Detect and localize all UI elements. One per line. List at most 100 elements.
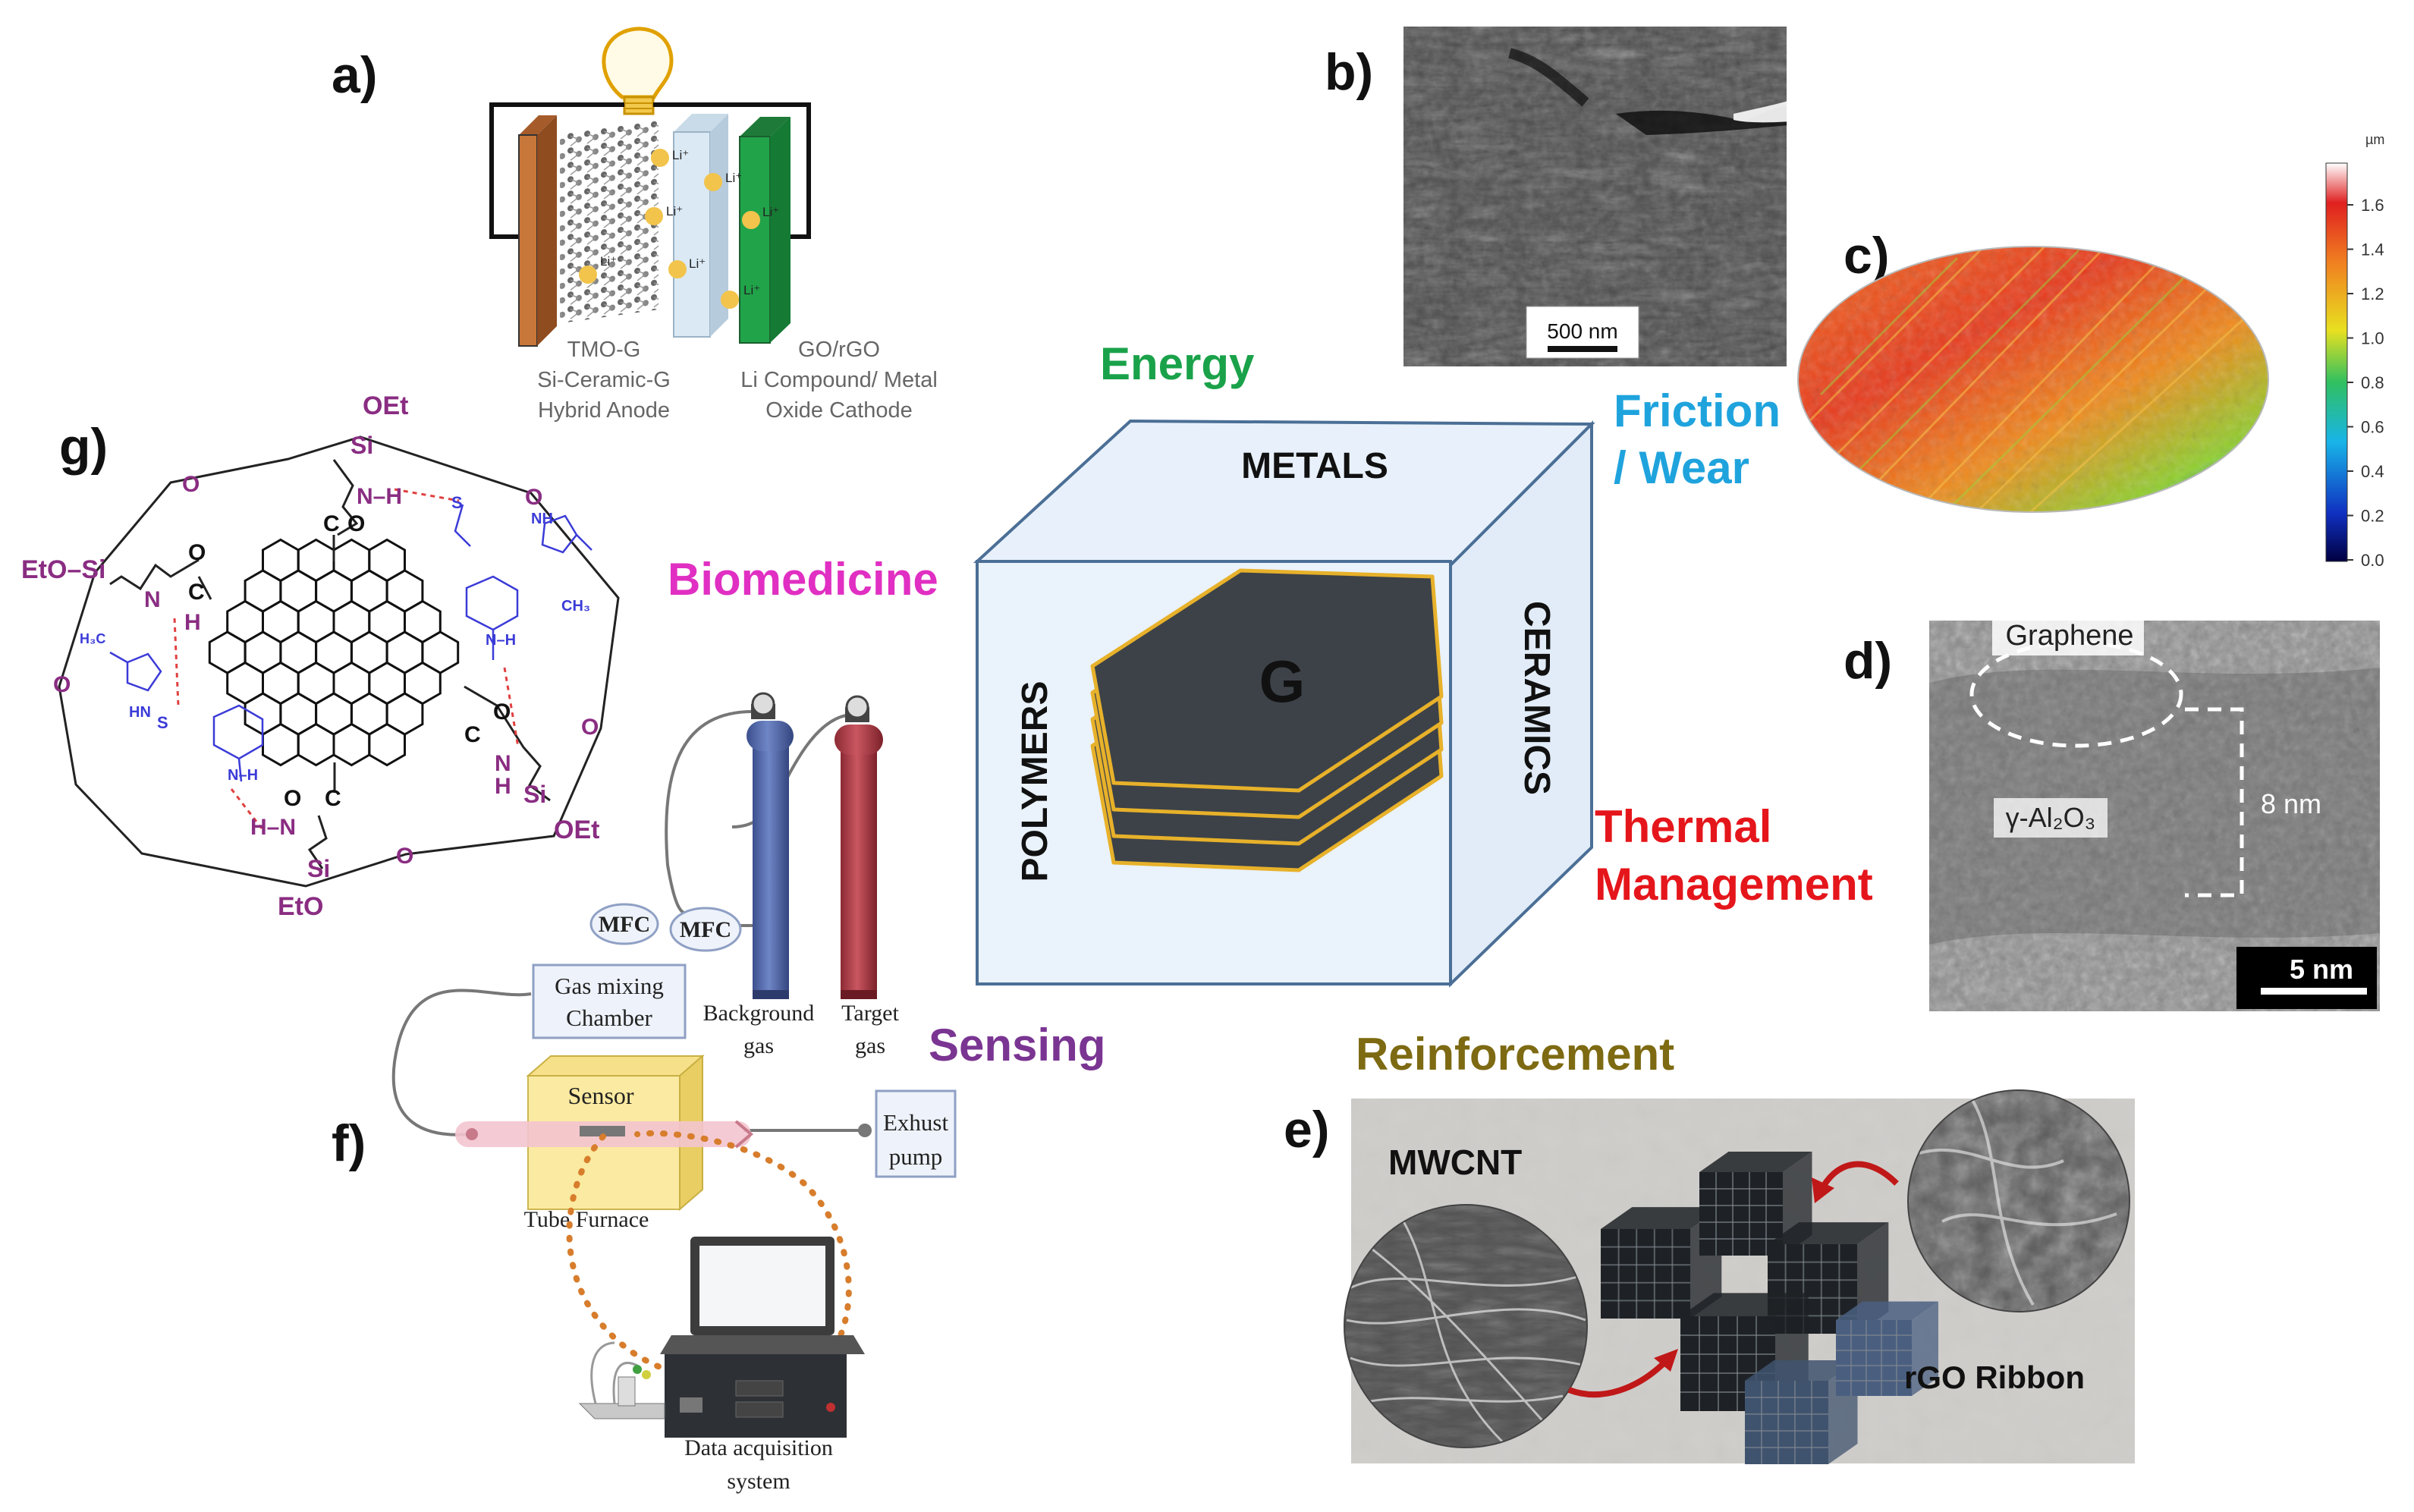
graphene-g-label: G bbox=[1259, 648, 1306, 715]
o-label: O bbox=[493, 699, 511, 725]
c-label: C bbox=[464, 722, 481, 747]
tem-scale-bar bbox=[2261, 988, 2367, 995]
sem-scale-bar bbox=[1548, 346, 1617, 352]
background-gas-label-1: Background bbox=[703, 1001, 815, 1026]
o-label: O bbox=[182, 472, 200, 497]
daq-label-2: system bbox=[727, 1469, 790, 1494]
scaffold-block-top bbox=[1745, 1360, 1858, 1381]
chamber-label-1: Gas mixing bbox=[555, 973, 664, 999]
panel-c-surface-profile: c) µm 1.61.41.21.00.80.60.40.20.0 bbox=[1797, 132, 2384, 570]
central-cube: METALS CERAMICS POLYMERS G bbox=[973, 419, 1595, 988]
polymers-label: POLYMERS bbox=[1015, 681, 1055, 882]
mwcnt-label: MWCNT bbox=[1388, 1143, 1522, 1182]
anode-caption-3: Hybrid Anode bbox=[538, 398, 670, 423]
o-label: O bbox=[284, 786, 301, 811]
reinforcement-label: Reinforcement bbox=[1356, 1029, 1674, 1080]
management-label: Management bbox=[1595, 859, 1873, 910]
anode-caption-2: Si-Ceramic-G bbox=[537, 368, 671, 392]
target-gas-label-2: gas bbox=[855, 1033, 885, 1058]
o-label: O bbox=[396, 844, 413, 869]
mfc-2-label: MFC bbox=[680, 917, 731, 942]
circuit-wire bbox=[489, 102, 811, 239]
li-ion-label: Li⁺ bbox=[672, 148, 689, 162]
panel-e-scaffold: e) bbox=[1284, 1089, 2135, 1464]
c-label: C bbox=[325, 786, 341, 811]
panel-label-e: e) bbox=[1284, 1101, 1329, 1158]
background-gas-label-2: gas bbox=[743, 1033, 774, 1058]
colorbar-tick-label: 0.6 bbox=[2361, 418, 2384, 437]
lithium-ions: Li⁺ Li⁺ Li⁺ Li⁺ Li⁺ Li⁺ Li⁺ bbox=[579, 148, 779, 309]
red-arrow-icon bbox=[1567, 1356, 1671, 1398]
li-ion-label: Li⁺ bbox=[666, 204, 683, 218]
tem-scale-label: 5 nm bbox=[2290, 954, 2353, 985]
cathode-caption-3: Oxide Cathode bbox=[765, 398, 912, 423]
colorbar-tick-label: 1.0 bbox=[2361, 329, 2384, 348]
tube-furnace-label: Tube Furnace bbox=[524, 1207, 649, 1232]
n-label: N bbox=[495, 751, 511, 776]
h-label: H bbox=[495, 774, 511, 799]
mfc-2 bbox=[669, 907, 742, 952]
c-label: C bbox=[188, 580, 205, 605]
target-gas-label-1: Target bbox=[841, 1001, 899, 1026]
scaffold-block-side bbox=[1912, 1301, 1938, 1396]
anode-current-collector bbox=[518, 115, 557, 347]
s-label: S bbox=[451, 493, 463, 512]
graphene-region-outline bbox=[1969, 640, 2183, 748]
panel-d-tem: d) Graphene 8 nm γ-Al₂O₃ 5 nm bbox=[1844, 616, 2380, 1011]
colorbar bbox=[2325, 162, 2348, 562]
h-label: H bbox=[184, 610, 201, 635]
scaffold-block-front bbox=[1836, 1320, 1912, 1396]
daq-unit bbox=[665, 1354, 847, 1438]
colorbar-tick-label: 0.0 bbox=[2361, 551, 2384, 570]
panel-label-g: g) bbox=[59, 418, 108, 476]
li-ion-label: Li⁺ bbox=[689, 256, 706, 271]
pump-label-2: pump bbox=[889, 1143, 943, 1170]
anode-caption-1: TMO-G bbox=[567, 338, 641, 362]
scaffold-block-top bbox=[1680, 1293, 1809, 1316]
o-label: O bbox=[525, 485, 542, 510]
h3c-label: H₃C bbox=[80, 631, 105, 646]
laptop-icon bbox=[660, 1237, 865, 1354]
separator bbox=[673, 114, 728, 338]
daq-label-1: Data acquisition bbox=[684, 1435, 833, 1460]
panel-label-a: a) bbox=[332, 46, 377, 104]
mfc-1-label: MFC bbox=[599, 912, 650, 937]
panel-label-b: b) bbox=[1325, 43, 1373, 101]
eto-si-left-label: EtO–Si bbox=[21, 555, 105, 584]
eto-bottom-label: EtO bbox=[278, 892, 323, 921]
hn-label: HN bbox=[129, 704, 151, 721]
cathode-current-collector bbox=[739, 117, 791, 344]
s-label: S bbox=[157, 713, 168, 732]
ceramics-label: CERAMICS bbox=[1517, 601, 1557, 795]
o-label: O bbox=[581, 715, 599, 740]
graphene-label: Graphene bbox=[2005, 620, 2133, 652]
panel-label-c: c) bbox=[1844, 227, 1889, 284]
thickness-label: 8 nm bbox=[2261, 788, 2321, 819]
exhaust-pump bbox=[875, 1089, 957, 1178]
panel-label-f: f) bbox=[332, 1114, 366, 1172]
background-gas-cylinder bbox=[747, 692, 794, 999]
rgo-sem-inset bbox=[1907, 1089, 2130, 1312]
o-label: O bbox=[188, 540, 206, 565]
nh-label: N–H bbox=[228, 767, 258, 784]
panel-g-functionalized-graphene: g) bbox=[21, 391, 620, 921]
rgo-ribbon-label: rGO Ribbon bbox=[1904, 1360, 2085, 1395]
n-label: N bbox=[144, 587, 161, 612]
c-label: C bbox=[323, 511, 340, 536]
nh-top-label: N–H bbox=[357, 484, 402, 509]
graphene-lattice bbox=[208, 538, 460, 767]
hex-ring bbox=[421, 630, 460, 674]
colorbar-tick-label: 0.2 bbox=[2361, 507, 2384, 526]
colorbar-ticks: 1.61.41.21.00.80.60.40.20.0 bbox=[2347, 196, 2384, 570]
metals-label: METALS bbox=[1241, 446, 1388, 486]
scaffold-block-top bbox=[1601, 1207, 1722, 1229]
thickness-marker bbox=[2185, 707, 2244, 897]
gas-line bbox=[665, 709, 758, 915]
sem-scale-label: 500 nm bbox=[1547, 319, 1617, 343]
oet-top-label: OEt bbox=[363, 391, 408, 420]
scaffold-block-front bbox=[1601, 1229, 1690, 1319]
colorbar-tick-label: 0.4 bbox=[2361, 462, 2384, 481]
nh-label: N–H bbox=[486, 632, 516, 649]
